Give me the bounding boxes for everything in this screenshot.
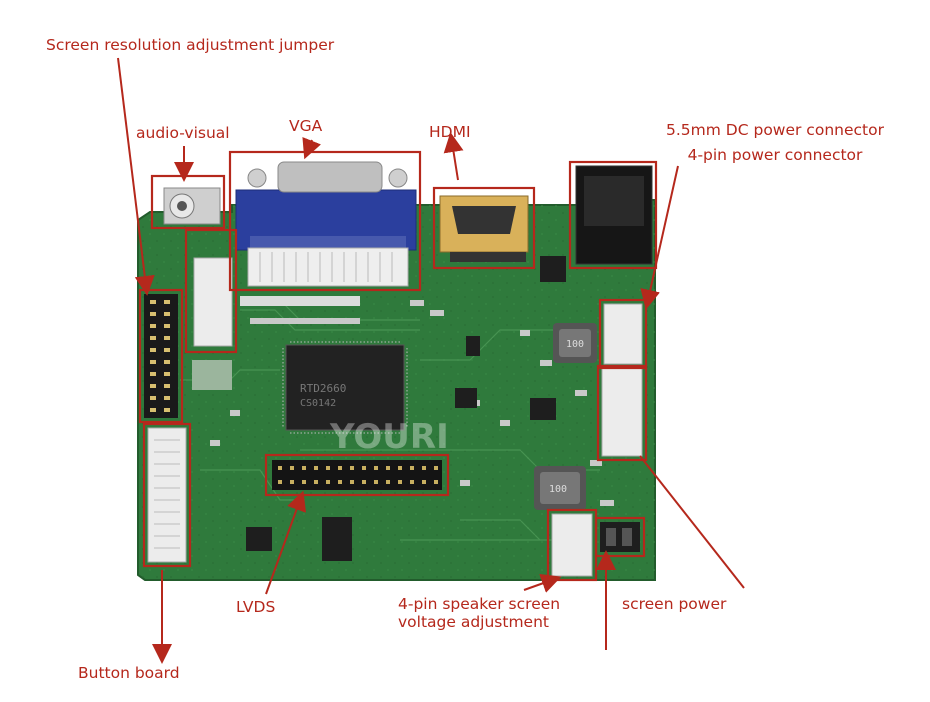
hdmi-port — [439, 195, 529, 262]
highlight-4pin-power — [598, 298, 648, 370]
lvds-header — [272, 460, 442, 490]
label-speaker-line1: 4-pin speaker screen — [398, 595, 561, 613]
highlight-hdmi — [432, 186, 536, 270]
label-screen-power: screen power — [622, 595, 727, 613]
screen-power-jumper — [600, 522, 640, 552]
side-connector — [601, 367, 643, 457]
watermark: YOURI — [329, 417, 449, 457]
label-dc-power-line2: 4-pin power connector — [687, 146, 863, 164]
transistor — [466, 336, 480, 356]
label-button-board: Button board — [78, 664, 180, 682]
vga-connector — [235, 161, 417, 256]
leader-4pin-power — [640, 165, 679, 310]
label-dc-power-line1: 5.5mm DC power connector — [666, 121, 884, 139]
highlight-vga — [228, 150, 422, 292]
vga-header — [247, 247, 409, 287]
chip-marking-2: CS0142 — [300, 398, 336, 409]
rca-jack — [163, 187, 221, 225]
av-pin-connector — [193, 257, 233, 347]
regulator-ic — [530, 398, 556, 420]
highlight-lvds — [264, 453, 450, 497]
highlight-screen-power — [594, 516, 646, 558]
label-speaker-line2: voltage adjustment — [398, 613, 549, 631]
dc-jack — [575, 165, 653, 265]
inductor-1: 100 — [553, 323, 597, 363]
label-lvds: LVDS — [236, 598, 276, 616]
highlight-button-board — [142, 422, 192, 568]
leader-jumper — [117, 57, 155, 296]
inductor-label-1: 100 — [566, 339, 584, 350]
label-vga: VGA — [289, 117, 323, 135]
leader-vga — [302, 137, 321, 160]
amp-ic — [322, 517, 352, 561]
power-4pin-connector — [603, 303, 643, 365]
dc-cap — [540, 256, 566, 282]
main-chip: RTD2660 CS0142 — [282, 341, 408, 434]
chip-marking-1: RTD2660 — [300, 382, 346, 395]
button-board-connector — [147, 427, 187, 563]
jumper-pin-header — [144, 294, 178, 418]
small-ic-2 — [246, 527, 272, 551]
inductor-2: 100 — [534, 466, 586, 510]
inductor-label-2: 100 — [549, 484, 567, 495]
highlight-side-connector — [596, 364, 648, 462]
leader-hdmi — [443, 132, 464, 181]
small-ic — [455, 388, 477, 408]
label-resolution-jumper: Screen resolution adjustment jumper — [46, 36, 335, 54]
label-audio-visual: audio-visual — [136, 124, 230, 142]
leader-speaker — [523, 573, 562, 593]
speaker-connector — [551, 513, 593, 577]
leader-lvds — [265, 490, 307, 595]
leader-screen-power-1 — [639, 455, 745, 589]
highlight-dc-power — [568, 160, 658, 270]
highlight-jumper — [138, 288, 184, 424]
label-hdmi: HDMI — [429, 123, 471, 141]
